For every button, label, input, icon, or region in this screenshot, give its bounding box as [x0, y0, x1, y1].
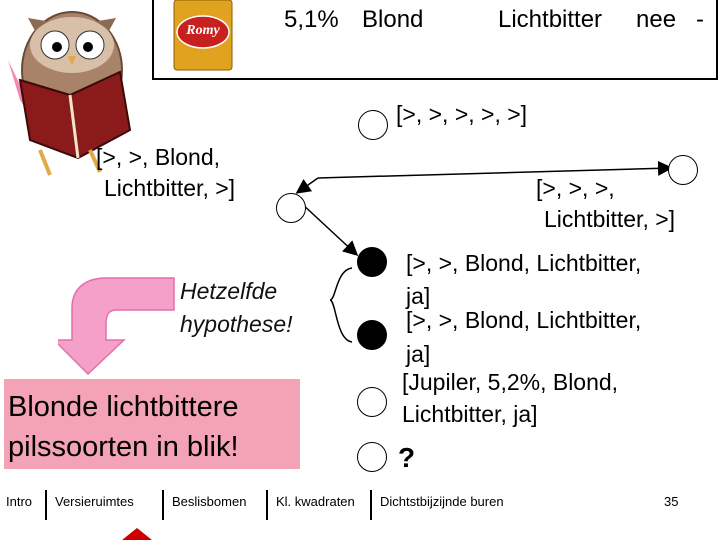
nav-separator: [162, 490, 164, 520]
beer-banner: [152, 0, 718, 80]
nav-separator: [370, 490, 372, 520]
nav-dichtstbijzijnde-buren[interactable]: Dichtstbijzijnde buren: [380, 494, 504, 509]
edge-root-left: [295, 177, 319, 194]
leaf1-label-line2: ja]: [406, 283, 431, 309]
banner-alcohol: 5,1%: [284, 6, 339, 33]
brace: [329, 267, 353, 343]
beer-can-icon: [173, 0, 233, 71]
nav-beslisbomen[interactable]: Beslisbomen: [172, 494, 247, 509]
tree-leaf-3: [357, 387, 387, 417]
tree-node-right: [668, 155, 698, 185]
current-section-marker-icon: [122, 528, 152, 540]
banner-color: Blond: [362, 6, 424, 33]
callout-line1: Blonde lichtbittere: [8, 391, 239, 423]
right-label-line2: Lichtbitter, >]: [544, 206, 676, 232]
tree-node-root: [358, 110, 388, 140]
edge-left-leaf: [299, 201, 359, 257]
leaf3-label-line2: Lichtbitter, ja]: [402, 401, 538, 427]
banner-dash: -: [696, 6, 704, 33]
leaf1-label-line1: [>, >, Blond, Lichtbitter,: [406, 250, 642, 276]
callout-box: Blonde lichtbittere pilssoorten in blik!: [4, 379, 300, 469]
beer-logo: Romy: [186, 23, 220, 38]
annotation-line2: hypothese!: [180, 311, 293, 337]
banner-taste: Lichtbitter: [498, 6, 603, 33]
owl-reading-icon: [8, 11, 132, 176]
leaf2-label-line1: [>, >, Blond, Lichtbitter,: [406, 307, 642, 333]
leaf3-label-line1: [Jupiler, 5,2%, Blond,: [402, 369, 619, 395]
nav-kl-kwadraten[interactable]: Kl. kwadraten: [276, 494, 355, 509]
tree-leaf-4: [357, 442, 387, 472]
nav-separator: [266, 490, 268, 520]
edge-root-right: [317, 160, 673, 179]
callout-line2: pilssoorten in blik!: [8, 431, 239, 463]
left-label-line1: [>, >, Blond,: [96, 144, 221, 170]
nav-separator: [45, 490, 47, 520]
nav-versieruimtes[interactable]: Versieruimtes: [55, 494, 134, 509]
leaf2-label-line2: ja]: [406, 341, 431, 367]
leaf4-unknown: ?: [398, 442, 416, 473]
banner-can: nee: [636, 6, 677, 33]
tree-node-left: [276, 193, 306, 223]
left-label-line2: Lichtbitter, >]: [104, 175, 236, 201]
root-label: [>, >, >, >, >]: [396, 101, 528, 127]
page-number: 35: [664, 494, 679, 509]
curved-arrow-icon: [58, 277, 175, 376]
right-label-line1: [>, >, >,: [536, 175, 615, 201]
tree-leaf-2: [357, 320, 387, 350]
nav-intro[interactable]: Intro: [6, 494, 33, 509]
tree-leaf-1: [357, 247, 387, 277]
annotation-line1: Hetzelfde: [180, 278, 278, 304]
